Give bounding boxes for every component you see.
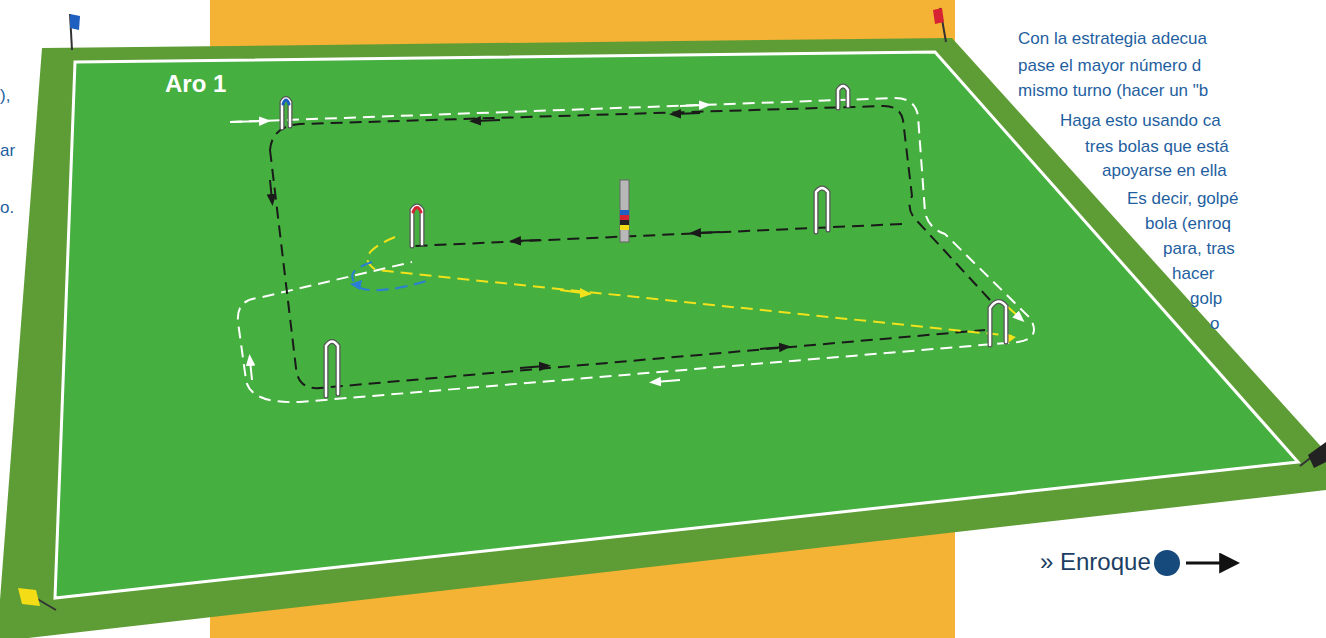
course-paths <box>230 98 1034 402</box>
side-text: Es decir, golpé <box>1127 189 1239 209</box>
hoops <box>282 86 1006 396</box>
side-text: Haga esto usando ca <box>1060 111 1221 131</box>
side-text: hacer <box>1172 264 1215 284</box>
court-lawn <box>55 52 1298 598</box>
side-text: bola (enroq <box>1145 214 1231 234</box>
side-text: pase el mayor número d <box>1018 56 1201 76</box>
legend-term: » Enroque <box>1040 548 1151 577</box>
path-arrows <box>230 105 1020 382</box>
center-peg <box>620 180 629 242</box>
side-text: tres bolas que está <box>1085 137 1229 157</box>
side-text: golp <box>1190 289 1222 309</box>
corner-flags <box>18 8 1326 610</box>
side-text: para, tras <box>1163 239 1235 259</box>
side-text: ), <box>0 86 10 106</box>
court-border <box>0 38 1326 638</box>
side-text: ar <box>0 141 15 161</box>
side-text: mismo turno (hacer un "b <box>1018 81 1208 101</box>
enroque-symbol <box>1154 550 1236 576</box>
side-text: o. <box>0 198 14 218</box>
side-text: apoyarse en ella <box>1102 161 1227 181</box>
hoop-label: Aro 1 <box>165 70 226 99</box>
side-text: Con la estrategia adecua <box>1018 29 1207 49</box>
side-text: o <box>1210 314 1219 334</box>
